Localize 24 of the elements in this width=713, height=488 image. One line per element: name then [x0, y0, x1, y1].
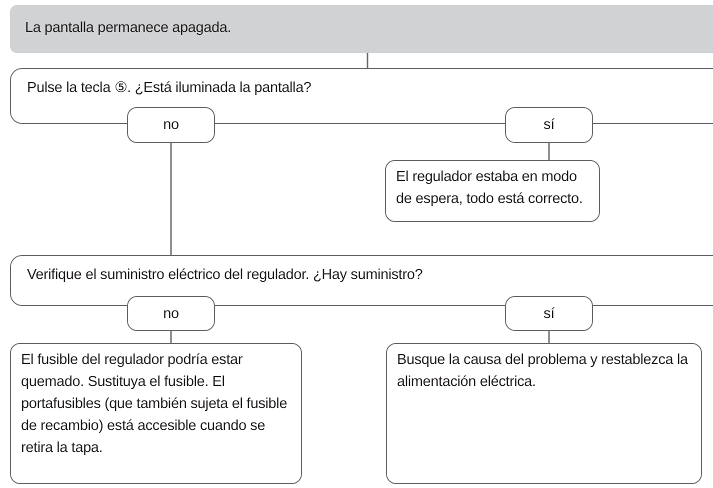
answer-label: sí	[544, 305, 554, 324]
connector-line	[170, 143, 172, 255]
result-box	[10, 343, 302, 484]
answer-tab	[505, 296, 593, 331]
question-text: Pulse la tecla ⑤. ¿Está iluminada la pantalla?	[27, 79, 312, 98]
connector-line	[170, 331, 172, 343]
connector-line	[548, 143, 550, 160]
question-text: Verifique el suministro eléctrico del regulador. ¿Hay suministro?	[27, 266, 423, 285]
answer-tab	[127, 107, 215, 143]
result-text: El regulador estaba en modo de espera, todo está correcto.	[396, 168, 584, 209]
header-box	[10, 5, 713, 53]
heading-text: La pantalla permanece apagada.	[25, 19, 232, 38]
result-text: El fusible del regulador podría estar quemado. Sustituya el fusible. El portafusibles (que también sujeta el fusible de recambio) está accesible cuando se retira la tapa.	[21, 351, 288, 458]
result-box	[386, 343, 702, 484]
connector-line	[548, 331, 550, 343]
connector-line	[366, 53, 368, 68]
question-box	[10, 255, 713, 306]
result-box	[385, 160, 600, 222]
result-text: Busque la causa del problema y restablezca la alimentación eléctrica.	[397, 351, 689, 392]
answer-tab	[505, 107, 593, 143]
answer-label: sí	[544, 116, 554, 135]
answer-label: no	[163, 116, 179, 135]
answer-tab	[127, 296, 215, 331]
answer-label: no	[163, 305, 179, 324]
